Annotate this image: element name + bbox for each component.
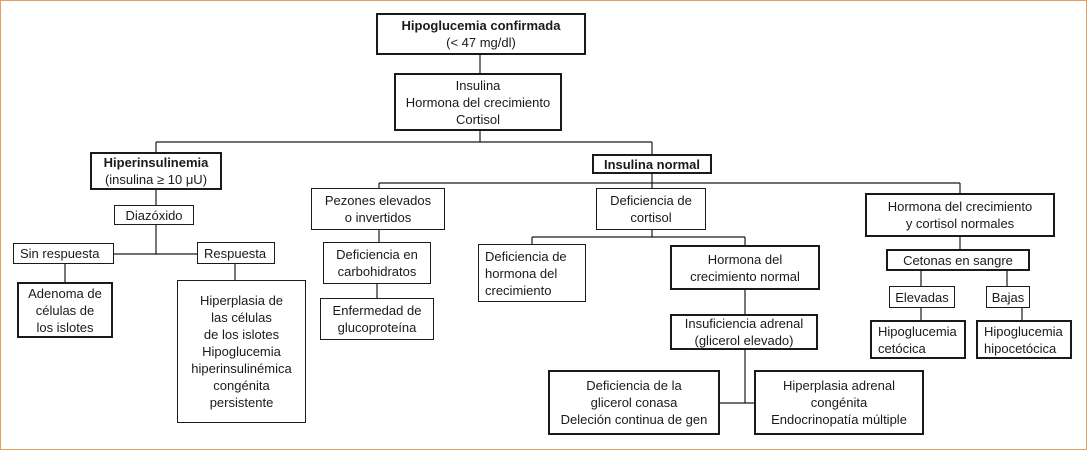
- gh-deficiency-box: Deficiencia de hormona del crecimiento: [478, 244, 586, 302]
- ketotic-hypoglycemia-box: Hipoglucemia cetócica: [870, 320, 966, 359]
- hypoketotic-line-1: Hipoglucemia: [984, 323, 1063, 339]
- gh-deficiency-line-1: Deficiencia de: [485, 248, 567, 264]
- adrenal-insufficiency-line-2: (glicerol elevado): [694, 333, 794, 348]
- adenoma-line-2: células de: [35, 302, 95, 318]
- ketotic-line-2: cetócica: [878, 340, 926, 356]
- gh-cortisol-normal-line-2: y cortisol normales: [905, 216, 1015, 231]
- hyperplasia-line-1: Hiperplasia de: [199, 293, 284, 308]
- hyperinsulinemia-box: Hiperinsulinemia (insulina ≥ 10 μU): [90, 152, 222, 190]
- no-response-box: Sin respuesta: [13, 243, 114, 264]
- cortisol-deficiency-line-1: Deficiencia de: [610, 193, 692, 208]
- adrenal-hyperplasia-line-3: Endocrinopatía múltiple: [771, 412, 907, 427]
- hormones-line-3: Cortisol: [455, 111, 501, 127]
- nipples-line-2: o invertidos: [344, 210, 412, 225]
- carb-deficiency-line-1: Deficiencia en: [336, 247, 418, 262]
- glycerol-kinase-line-3: Deleción continua de gen: [560, 412, 708, 427]
- cortisol-deficiency-line-2: cortisol: [630, 210, 672, 225]
- gh-deficiency-line-2: hormona del: [485, 265, 558, 281]
- no-response-label: Sin respuesta: [20, 246, 100, 261]
- adrenal-hyperplasia-line-2: congénita: [810, 395, 868, 410]
- confirmed-hypoglycemia-title: Hipoglucemia confirmada: [401, 18, 561, 33]
- adrenal-insufficiency-box: Insuficiencia adrenal (glicerol elevado): [670, 314, 818, 350]
- gh-cortisol-normal-box: Hormona del crecimiento y cortisol norma…: [865, 193, 1055, 237]
- response-label: Respuesta: [204, 245, 267, 261]
- confirmed-hypoglycemia-box: Hipoglucemia confirmada (< 47 mg/dl): [376, 13, 586, 55]
- adrenal-insufficiency-line-1: Insuficiencia adrenal: [684, 316, 804, 331]
- blood-ketones-box: Cetonas en sangre: [886, 249, 1030, 271]
- hyperinsulinemia-title: Hiperinsulinemia: [103, 155, 209, 170]
- elevated-label: Elevadas: [895, 289, 949, 305]
- hypoketotic-hypoglycemia-box: Hipoglucemia hipocetócica: [976, 320, 1072, 359]
- nipples-box: Pezones elevados o invertidos: [311, 188, 445, 230]
- normal-insulin-box: Insulina normal: [592, 154, 712, 174]
- adenoma-line-1: Adenoma de: [28, 285, 102, 301]
- gh-normal-line-2: crecimiento normal: [690, 268, 800, 284]
- hyperplasia-line-7: persistente: [209, 395, 274, 410]
- hyperplasia-line-3: de los islotes: [203, 327, 280, 342]
- glycoprotein-disease-box: Enfermedad de glucoproteína: [320, 298, 434, 340]
- hormones-box: Insulina Hormona del crecimiento Cortiso…: [394, 73, 562, 131]
- normal-insulin-title: Insulina normal: [603, 156, 701, 172]
- glycoprotein-line-1: Enfermedad de: [332, 303, 422, 318]
- glycoprotein-line-2: glucoproteína: [337, 320, 417, 335]
- islet-hyperplasia-box: Hiperplasia de las células de los islote…: [177, 280, 306, 423]
- elevated-ketones-box: Elevadas: [889, 286, 955, 308]
- confirmed-hypoglycemia-subtitle: (< 47 mg/dl): [446, 35, 516, 50]
- carbohydrate-deficiency-box: Deficiencia en carbohidratos: [323, 242, 431, 284]
- diazoxide-box: Diazóxido: [114, 205, 194, 225]
- hyperplasia-line-5: hiperinsulinémica: [191, 361, 292, 376]
- cortisol-deficiency-box: Deficiencia de cortisol: [596, 188, 706, 230]
- glycerol-kinase-line-1: Deficiencia de la: [586, 378, 682, 393]
- hyperplasia-line-2: las células: [211, 310, 272, 325]
- adrenal-hyperplasia-line-1: Hiperplasia adrenal: [782, 378, 895, 393]
- hormones-line-1: Insulina: [455, 77, 501, 93]
- low-ketones-box: Bajas: [986, 286, 1030, 308]
- hyperplasia-line-6: congénita: [213, 378, 270, 393]
- response-box: Respuesta: [197, 242, 275, 264]
- carb-deficiency-line-2: carbohidratos: [337, 264, 417, 279]
- glycerol-kinase-deficiency-box: Deficiencia de la glicerol conasa Deleci…: [548, 370, 720, 435]
- hyperplasia-line-4: Hipoglucemia: [202, 344, 281, 359]
- gh-deficiency-line-3: crecimiento: [485, 282, 552, 298]
- hyperinsulinemia-subtitle: (insulina ≥ 10 μU): [104, 172, 208, 187]
- gh-normal-line-1: Hormona del: [707, 251, 783, 267]
- low-label: Bajas: [991, 289, 1025, 305]
- nipples-line-1: Pezones elevados: [324, 193, 432, 208]
- diazoxide-label: Diazóxido: [125, 207, 183, 223]
- ketotic-line-1: Hipoglucemia: [878, 323, 957, 339]
- hormones-line-2: Hormona del crecimiento: [405, 94, 551, 110]
- glycerol-kinase-line-2: glicerol conasa: [590, 395, 678, 410]
- gh-normal-box: Hormona del crecimiento normal: [670, 245, 820, 290]
- adrenal-hyperplasia-box: Hiperplasia adrenal congénita Endocrinop…: [754, 370, 924, 435]
- islet-cell-adenoma-box: Adenoma de células de los islotes: [17, 282, 113, 338]
- adenoma-line-3: los islotes: [36, 319, 94, 335]
- hypoketotic-line-2: hipocetócica: [984, 340, 1057, 356]
- blood-ketones-label: Cetonas en sangre: [903, 252, 1013, 268]
- gh-cortisol-normal-line-1: Hormona del crecimiento: [887, 199, 1033, 214]
